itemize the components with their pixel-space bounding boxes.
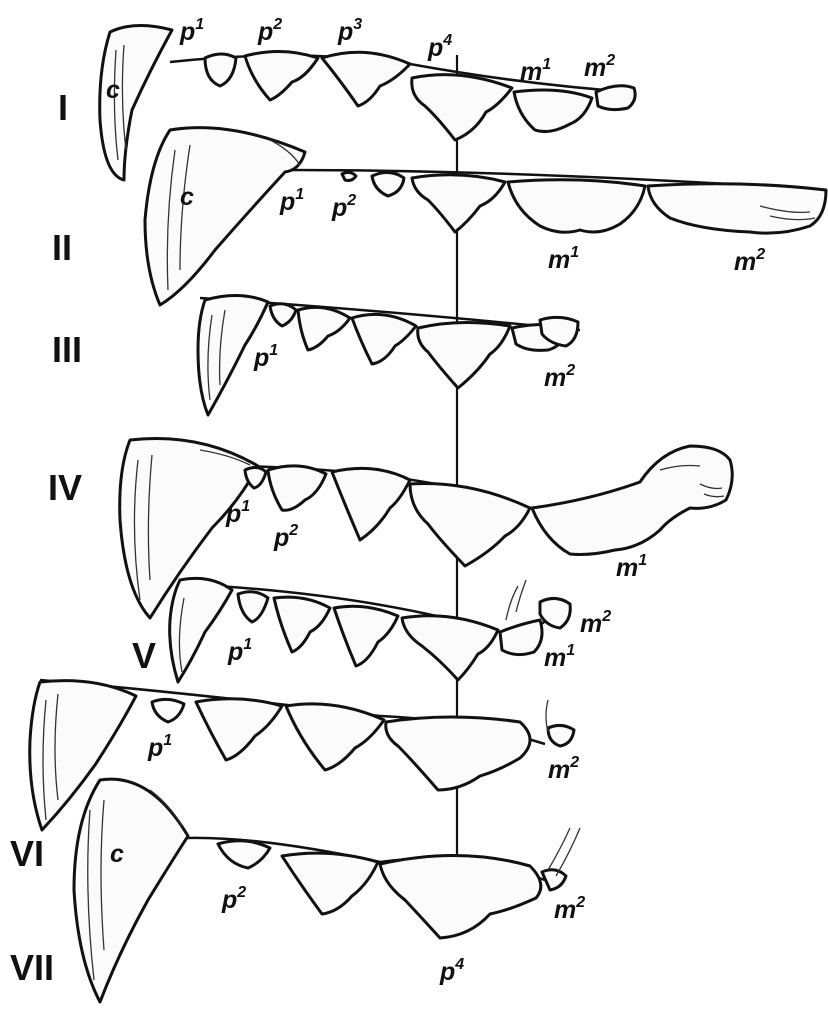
tooth-label-p2: p2 [257,16,282,46]
tooth-row-i: I c p1 p2 p3 p4 m1 m2 [58,16,635,180]
premolar-4 [410,484,530,567]
molar-1 [500,620,542,655]
tooth-row-iii: III p1 m2 [52,295,580,415]
premolar-2 [274,597,330,652]
tooth-label-p4: p4 [439,956,464,986]
molar-2 [648,184,826,233]
tooth-label-p2: p2 [331,192,356,222]
canine [74,779,188,1002]
premolar-4 [418,322,510,388]
premolar-1 [342,172,356,180]
tooth-label-p1: p1 [227,636,252,666]
tooth-row-iv: IV p1 p2 m1 [48,438,732,618]
premolar-1 [152,699,184,722]
tooth-label-m2: m2 [734,246,765,276]
molar-1 [514,90,592,132]
tooth-label-m2: m2 [548,754,579,784]
tooth-label-p4: p4 [427,32,452,62]
tooth-label-m2: m2 [580,608,611,638]
premolar-3 [332,468,410,540]
tooth-label-p1: p1 [179,16,204,46]
row-label: III [52,329,82,370]
premolar-2 [268,466,326,510]
premolar-2 [218,841,270,868]
premolar-4 [402,616,498,680]
tooth-label-c: c [106,76,120,104]
premolar-4 [412,175,505,232]
premolar-1 [205,54,236,86]
tooth-label-p1: p1 [253,342,278,372]
tooth-label-m2: m2 [584,52,615,82]
premolar-3 [286,704,384,770]
row-label: II [52,227,72,268]
tooth-row-vii: VII c p2 m2 p4 [10,779,585,1002]
premolar-2 [372,172,404,196]
molar-2 [548,725,574,746]
molar-1 [532,446,732,555]
premolar-2 [196,699,282,760]
tooth-label-p1: p1 [225,498,250,528]
tooth-label-p1: p1 [279,186,304,216]
row-label: V [132,635,156,676]
tooth-label-m2: m2 [544,362,575,392]
tooth-label-p2: p2 [273,522,298,552]
tooth-row-v: V p1 m2 m1 [132,578,611,682]
premolar-2 [298,307,350,350]
molar-2 [540,598,570,628]
premolar-4 [380,855,541,938]
row-label: IV [48,467,82,508]
premolar-3 [322,52,410,106]
tooth-label-m2: m2 [554,894,585,924]
premolar-1 [270,304,296,326]
row-label: VII [10,947,54,988]
tooth-label-p2: p2 [221,884,246,914]
premolar-2 [245,51,318,100]
tooth-label-m1: m1 [520,56,551,86]
molar-1 [508,180,645,233]
tooth-label-m1: m1 [616,552,647,582]
tooth-row-ii: II c p1 p2 m1 m2 [52,128,826,305]
premolar-4 [386,717,530,790]
tooth-label-c: c [180,183,194,211]
premolar-1 [238,592,268,622]
premolar-3 [334,606,398,666]
tooth-label-m1: m1 [544,642,575,672]
row-label: VI [10,833,44,874]
canine [170,578,232,682]
tooth-label-p1: p1 [147,732,172,762]
premolar-4 [412,75,512,140]
tooth-label-m1: m1 [548,244,579,274]
premolar-3 [282,853,378,914]
tooth-label-p3: p3 [337,16,362,46]
row-label: I [58,87,68,128]
tooth-label-c: c [110,840,124,868]
premolar-3 [352,314,416,364]
molar-2 [542,870,566,890]
molar-2 [596,86,635,110]
